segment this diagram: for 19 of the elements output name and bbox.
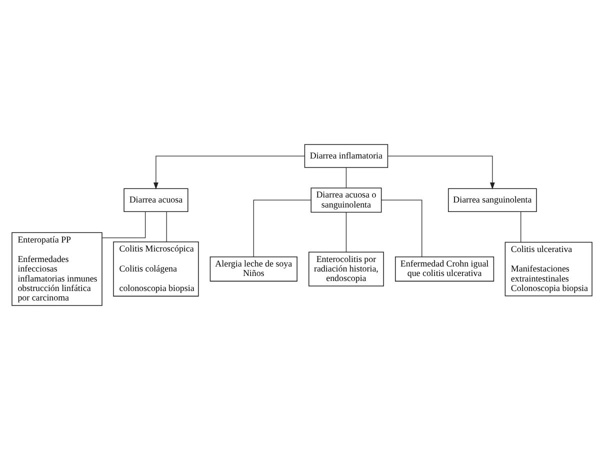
node-box: Colitis Microscópica Colitis colágena colonoscopia biopsia [113, 241, 199, 296]
node-box: Diarrea inflamatoria [304, 144, 388, 168]
node-box: Diarrea acuosa [124, 188, 188, 212]
node-box: Diarrea sanguinolenta [448, 188, 537, 212]
node-box: Diarrea acuosa o sanguinolenta [310, 187, 382, 212]
node-box: Enterocolitis por radiación historia, endoscopia [308, 251, 384, 286]
connector [381, 199, 422, 257]
node-box: Enteropatía PP Enfermedades infecciosas inflamatorias inmunes obstrucción linfática por carcinoma [12, 232, 102, 306]
connector [520, 210, 522, 242]
connector [346, 166, 347, 188]
arrow [153, 155, 306, 189]
node-box: Enfermedad Crohn igual que colitis ulcerativa [395, 256, 494, 282]
connector [253, 199, 312, 257]
node-box: Colitis ulcerativa Manifestaciones extraintestinales Colonoscopia biopsia [504, 241, 592, 296]
connector [166, 210, 167, 242]
node-box: Alergia leche de soya Niños [210, 256, 298, 282]
arrow [387, 155, 495, 189]
connector [346, 211, 347, 252]
connector [102, 210, 146, 238]
